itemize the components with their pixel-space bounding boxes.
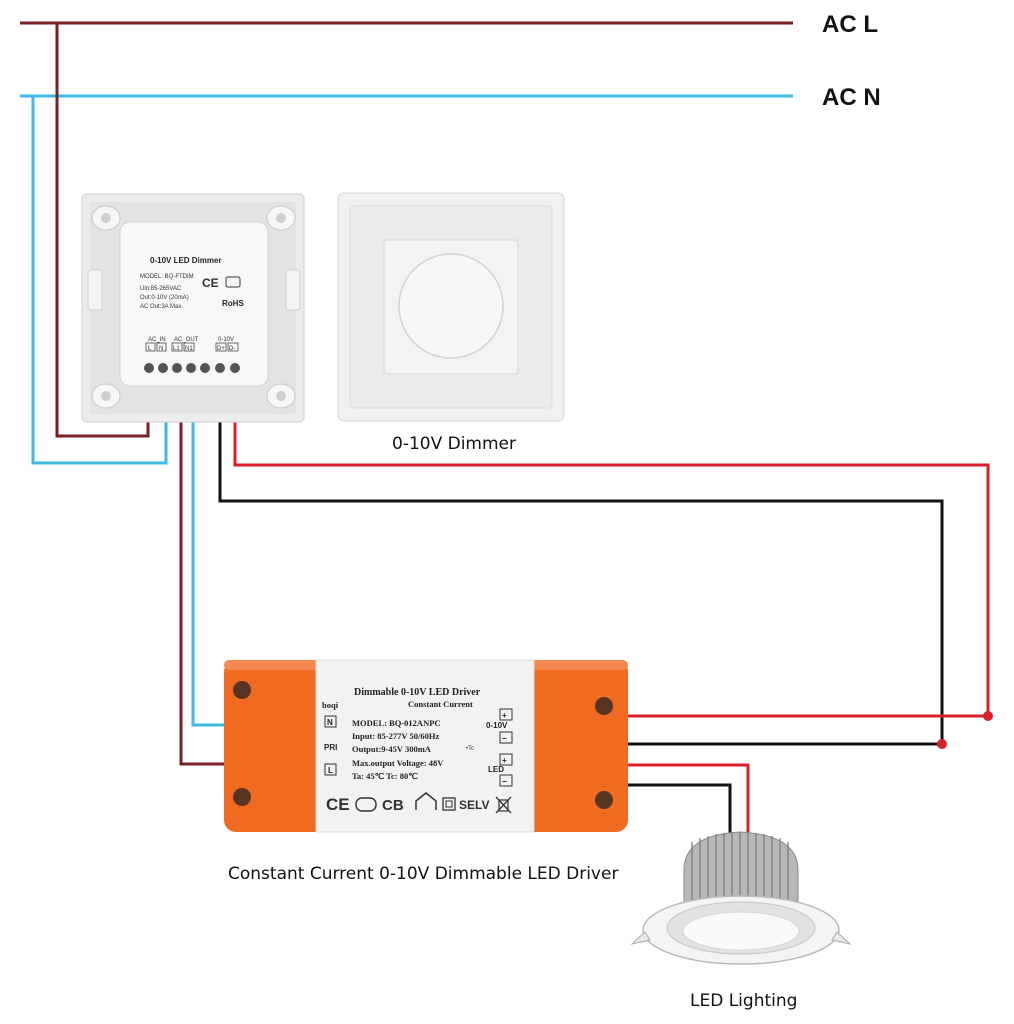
saa-mark-icon [355,797,377,812]
driver-dim-plus: + [502,711,507,720]
driver-tc-note: •Tc [466,746,474,752]
terminal-letters: L N L1 N1 D+ D- [145,342,239,352]
dimmer-model: MODEL: BQ-FTDIM [140,274,194,280]
dimmer-caption: 0-10V Dimmer [392,434,516,454]
dimmer-uin: Uin:85-265VAC [140,286,182,292]
screw-icon [230,363,240,373]
dim-minus-junction [937,739,947,749]
dimmer-front-plate [337,192,565,422]
driver-terminal-n: N [327,718,333,727]
driver-pri-label: PRI [324,743,337,752]
double-insulation-icon [442,797,456,811]
selv-mark: SELV [459,798,489,812]
ce-mark-icon: CE [202,276,219,290]
cert-mark-icon [225,276,241,288]
dimmer-rohs: RoHS [222,299,244,308]
dimmer-out: Out:0-10V (20mA) [140,295,189,301]
driver-led-plus: + [502,756,507,765]
svg-text:L1: L1 [173,346,180,352]
screw-icon [200,363,210,373]
screw-icon [172,363,182,373]
driver-subtitle: Constant Current [408,699,473,709]
cb-mark: CB [382,797,404,814]
neutral-to-dimmer-wire [31,96,168,465]
ac-line-label: AC L [822,11,878,38]
led-plus-wire [626,763,750,840]
screw-icon [233,681,251,699]
terminal-group-ac-out: AC_OUT [174,337,199,343]
driver-temps: Ta: 45℃ Tc: 80℃ [352,771,418,781]
dim-plus-junction [983,711,993,721]
dimmer-knob-icon[interactable] [398,253,504,359]
dimmer-back-module: 0-10V LED Dimmer MODEL: BQ-FTDIM Uin:85-… [81,193,305,423]
driver-caption: Constant Current 0-10V Dimmable LED Driv… [228,864,618,884]
screw-icon [186,363,196,373]
screw-icon [233,788,251,806]
dimmer-ac-out: AC Out:3A Max. [140,304,183,310]
driver-model: MODEL: BQ-012ANPC [352,718,441,728]
l1-to-driver-wire [179,385,224,766]
screw-icon [595,697,613,715]
terminal-group-0-10v: 0-10V [218,337,234,343]
driver-brand: boqi [322,700,339,710]
home-icon [415,792,437,810]
dimmer-module-title: 0-10V LED Dimmer [150,256,222,265]
screw-icon [158,363,168,373]
svg-text:D-: D- [229,346,235,352]
screw-icon [215,363,225,373]
terminal-group-ac-in: AC_IN [148,337,166,343]
led-downlight-icon [630,831,852,965]
svg-text:N: N [159,346,163,352]
ce-mark-icon: CE [326,795,350,814]
svg-text:L: L [148,346,152,352]
screw-icon [595,791,613,809]
driver-max-voltage: Max.output Voltage: 48V [352,758,444,768]
screw-icon [144,363,154,373]
n1-to-driver-wire [191,385,224,727]
driver-terminal-l: L [328,766,333,775]
svg-text:N1: N1 [185,346,193,352]
driver-led-minus: − [502,777,507,786]
lamp-caption: LED Lighting [690,991,797,1011]
dim-minus-wire [218,385,944,746]
dim-plus-wire [233,385,990,718]
driver-dim-label: 0-10V [486,721,508,730]
led-minus-wire [626,783,732,840]
driver-output: Output:9-45V 300mA [352,744,432,754]
driver-led-label: LED [488,765,504,774]
driver-input: Input: 85-277V 50/60Hz [352,731,439,741]
svg-text:D+: D+ [217,346,225,352]
ac-neutral-label: AC N [822,84,881,111]
led-driver: boqi Dimmable 0-10V LED Driver Constant … [224,659,628,833]
driver-dim-minus: − [502,734,507,743]
terminal-screws [144,363,240,373]
recycle-bin-icon [495,796,512,814]
driver-title: Dimmable 0-10V LED Driver [354,687,481,698]
